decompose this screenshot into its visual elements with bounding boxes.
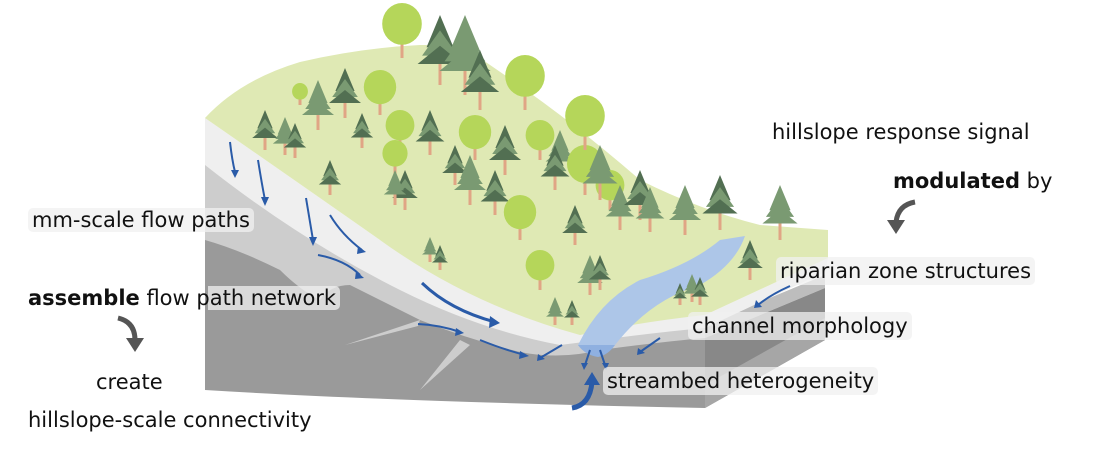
- conifer-tree: [582, 145, 618, 200]
- conifer-tree: [415, 110, 445, 155]
- conifer-tree: [318, 160, 342, 195]
- curved-arrow-down-icon: [117, 315, 144, 352]
- conifer-tree: [454, 155, 486, 205]
- flow-arrow: [584, 349, 591, 366]
- conifer-tree: [635, 187, 665, 232]
- macropore: [345, 320, 420, 345]
- conifer-tree: [669, 185, 701, 235]
- label-assemble-rest: flow path network: [139, 286, 337, 310]
- deciduous-tree: [505, 55, 545, 110]
- conifer-tree: [350, 113, 374, 148]
- curved-arrow-down-left-icon: [887, 199, 916, 234]
- flow-arrow: [305, 197, 314, 241]
- conifer-tree: [489, 125, 521, 175]
- conifer-tree: [432, 245, 448, 270]
- conifer-tree: [605, 185, 635, 230]
- flow-arrowheads: [231, 170, 762, 385]
- deciduous-tree: [382, 140, 408, 175]
- label-streambed-heterogeneity: streambed heterogeneity: [603, 367, 879, 395]
- conifer-tree: [762, 185, 798, 240]
- conifer-tree: [564, 300, 580, 325]
- conifer-tree: [540, 145, 570, 190]
- conifer-tree: [422, 237, 438, 262]
- subsoil-layer: [205, 155, 825, 356]
- flow-arrow: [539, 344, 563, 359]
- label-assemble-network: assemble flow path network: [24, 284, 344, 312]
- conifer-tree: [283, 123, 307, 158]
- label-hillslope-connectivity: hillslope-scale connectivity: [28, 408, 312, 432]
- conifer-tree: [562, 205, 588, 245]
- conifer-tree: [588, 255, 612, 290]
- label-modulated-by: modulated by: [889, 167, 1056, 195]
- conifer-tree: [302, 80, 334, 130]
- conifer-tree: [460, 50, 500, 110]
- topsoil-layer: [205, 118, 828, 345]
- deciduous-tree: [525, 120, 555, 160]
- stream-channel: [578, 236, 745, 345]
- conifer-tree: [329, 68, 361, 118]
- flow-arrow: [599, 349, 606, 366]
- conifer-tree: [691, 277, 709, 305]
- deciduous-tree: [503, 195, 537, 240]
- conifer-tree: [252, 110, 278, 150]
- label-response-signal: hillslope response signal: [772, 120, 1030, 144]
- conifer-tree: [577, 255, 603, 295]
- flow-arrow: [757, 285, 791, 306]
- conifer-tree: [702, 175, 738, 230]
- conifer-tree: [672, 283, 688, 305]
- label-mm-scale-flow-paths: mm-scale flow paths: [24, 206, 258, 234]
- deciduous-tree: [565, 95, 605, 150]
- conifer-tree: [480, 170, 510, 215]
- deciduous-tree: [382, 3, 422, 58]
- label-modulated-bold: modulated: [893, 169, 1020, 193]
- macropore: [420, 340, 470, 390]
- flow-arrow: [420, 281, 496, 324]
- conifer-tree: [546, 297, 564, 325]
- deciduous-tree: [458, 115, 492, 160]
- flow-arrow: [229, 141, 236, 173]
- flow-arrows: [229, 141, 791, 411]
- deciduous-tree: [525, 250, 555, 290]
- label-assemble-bold: assemble: [28, 286, 140, 310]
- label-assemble-box: assemble flow path network: [28, 286, 341, 310]
- upwelling-arrow: [571, 381, 595, 411]
- flow-arrow: [639, 337, 661, 353]
- conifer-tree: [442, 145, 468, 185]
- deciduous-tree: [363, 70, 397, 115]
- label-channel-morphology: channel morphology: [688, 312, 912, 340]
- conifer-tree: [737, 240, 763, 280]
- deciduous-tree: [292, 83, 308, 105]
- trees: [252, 3, 798, 325]
- label-modulated-rest: by: [1019, 169, 1053, 193]
- conifer-tree: [383, 170, 407, 205]
- label-riparian-zone: riparian zone structures: [776, 257, 1036, 285]
- label-create: create: [96, 370, 163, 394]
- label-mm-scale-box: mm-scale flow paths: [28, 208, 254, 232]
- stream-bed: [578, 345, 615, 357]
